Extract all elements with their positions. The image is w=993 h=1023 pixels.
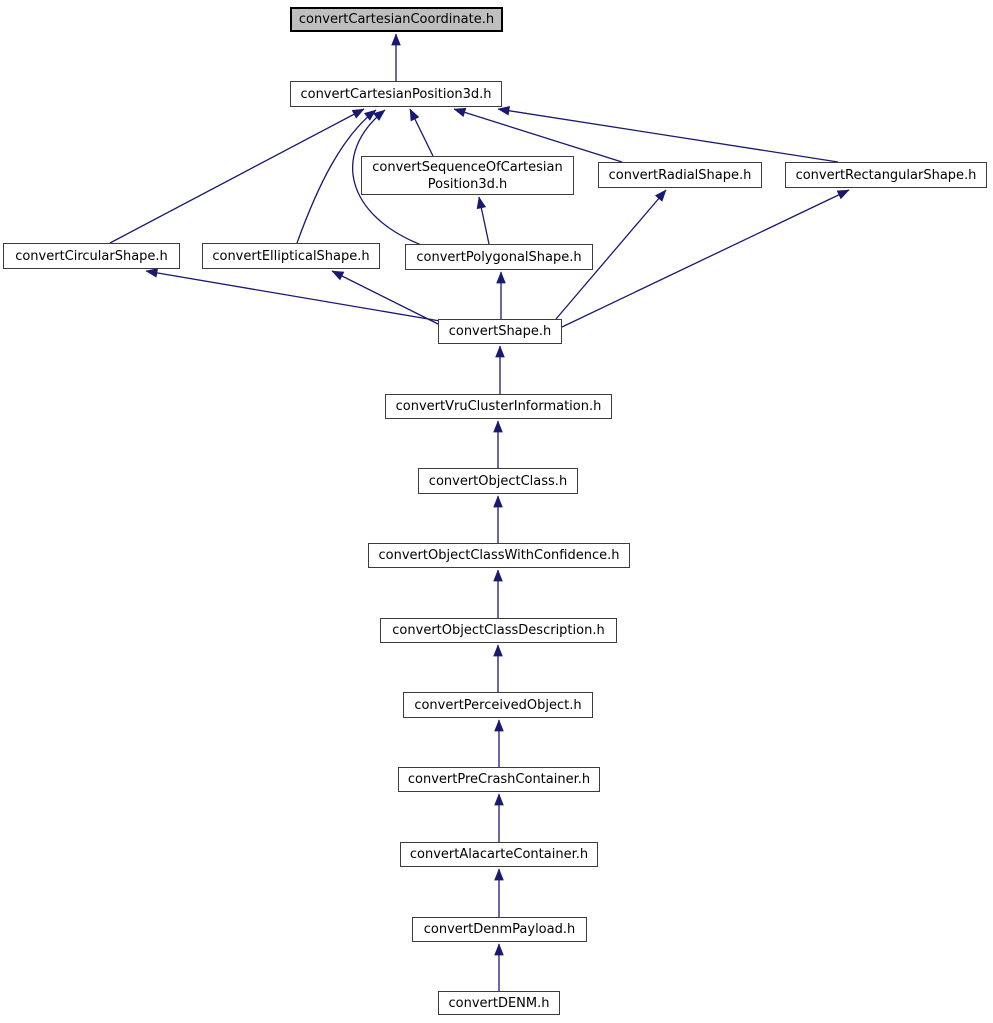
node-label: convertCartesianPosition3d.h	[300, 86, 492, 102]
edge-convertRectangularShape-to-convertCartesianPosition3d	[497, 106, 839, 163]
node-label: convertSequenceOfCartesian	[372, 159, 563, 175]
node-convertPreCrashContainer[interactable]: convertPreCrashContainer.h	[398, 767, 600, 792]
node-convertAlacarteContainer[interactable]: convertAlacarteContainer.h	[400, 842, 598, 867]
node-label: convertCircularShape.h	[15, 248, 168, 264]
node-label: convertPreCrashContainer.h	[407, 772, 591, 787]
node-convertEllipticalShape[interactable]: convertEllipticalShape.h	[202, 243, 380, 269]
edge-convertShape-to-convertRectangularShape	[561, 189, 850, 328]
node-label: convertEllipticalShape.h	[212, 248, 370, 264]
node-convertRadialShape[interactable]: convertRadialShape.h	[598, 162, 762, 188]
node-label: convertAlacarteContainer.h	[409, 847, 589, 862]
node-label: convertObjectClass.h	[428, 473, 568, 489]
node-convertPolygonalShape[interactable]: convertPolygonalShape.h	[405, 244, 593, 270]
node-convertCircularShape[interactable]: convertCircularShape.h	[3, 243, 180, 269]
node-convertCartesianCoordinate[interactable]: convertCartesianCoordinate.h	[290, 7, 503, 32]
node-label: convertVruClusterInformation.h	[395, 399, 602, 414]
edge-convertCircularShape-to-convertCartesianPosition3d	[109, 108, 365, 244]
node-label: convertPerceivedObject.h	[414, 697, 582, 713]
node-convertCartesianPosition3d[interactable]: convertCartesianPosition3d.h	[290, 81, 502, 107]
node-convertObjectClass[interactable]: convertObjectClass.h	[418, 468, 578, 494]
edge-convertShape-to-convertCircularShape	[145, 268, 441, 322]
node-convertObjectClassDescription[interactable]: convertObjectClassDescription.h	[380, 618, 617, 643]
node-convertPerceivedObject[interactable]: convertPerceivedObject.h	[403, 692, 593, 718]
node-label: convertPolygonalShape.h	[416, 249, 582, 265]
node-label: convertRectangularShape.h	[795, 167, 977, 183]
node-convertDenmPayload[interactable]: convertDenmPayload.h	[412, 917, 587, 942]
node-convertObjectClassWithConfidence[interactable]: convertObjectClassWithConfidence.h	[368, 543, 630, 568]
node-label: Position3d.h	[427, 176, 508, 192]
edge-convertPolygonalShape-to-convertSequenceOfCartesianPosition3d	[476, 196, 490, 245]
node-convertShape[interactable]: convertShape.h	[438, 319, 562, 344]
node-label: convertDenmPayload.h	[423, 922, 576, 937]
node-label: convertObjectClassWithConfidence.h	[378, 548, 620, 563]
node-convertRectangularShape[interactable]: convertRectangularShape.h	[785, 162, 987, 188]
edge-convertRadialShape-to-convertCartesianPosition3d	[453, 107, 623, 163]
node-convertVruClusterInformation[interactable]: convertVruClusterInformation.h	[385, 394, 612, 419]
edge-convertSequenceOfCartesianPosition3d-to-convertCartesianPosition3d	[409, 108, 434, 157]
node-label: convertObjectClassDescription.h	[392, 623, 605, 638]
node-label: convertRadialShape.h	[608, 167, 752, 183]
node-label: convertDENM.h	[448, 995, 550, 1011]
edge-convertShape-to-convertEllipticalShape	[331, 270, 441, 326]
node-label: convertCartesianCoordinate.h	[298, 12, 495, 27]
node-convertDENM[interactable]: convertDENM.h	[438, 991, 560, 1015]
node-label: convertShape.h	[448, 324, 552, 339]
